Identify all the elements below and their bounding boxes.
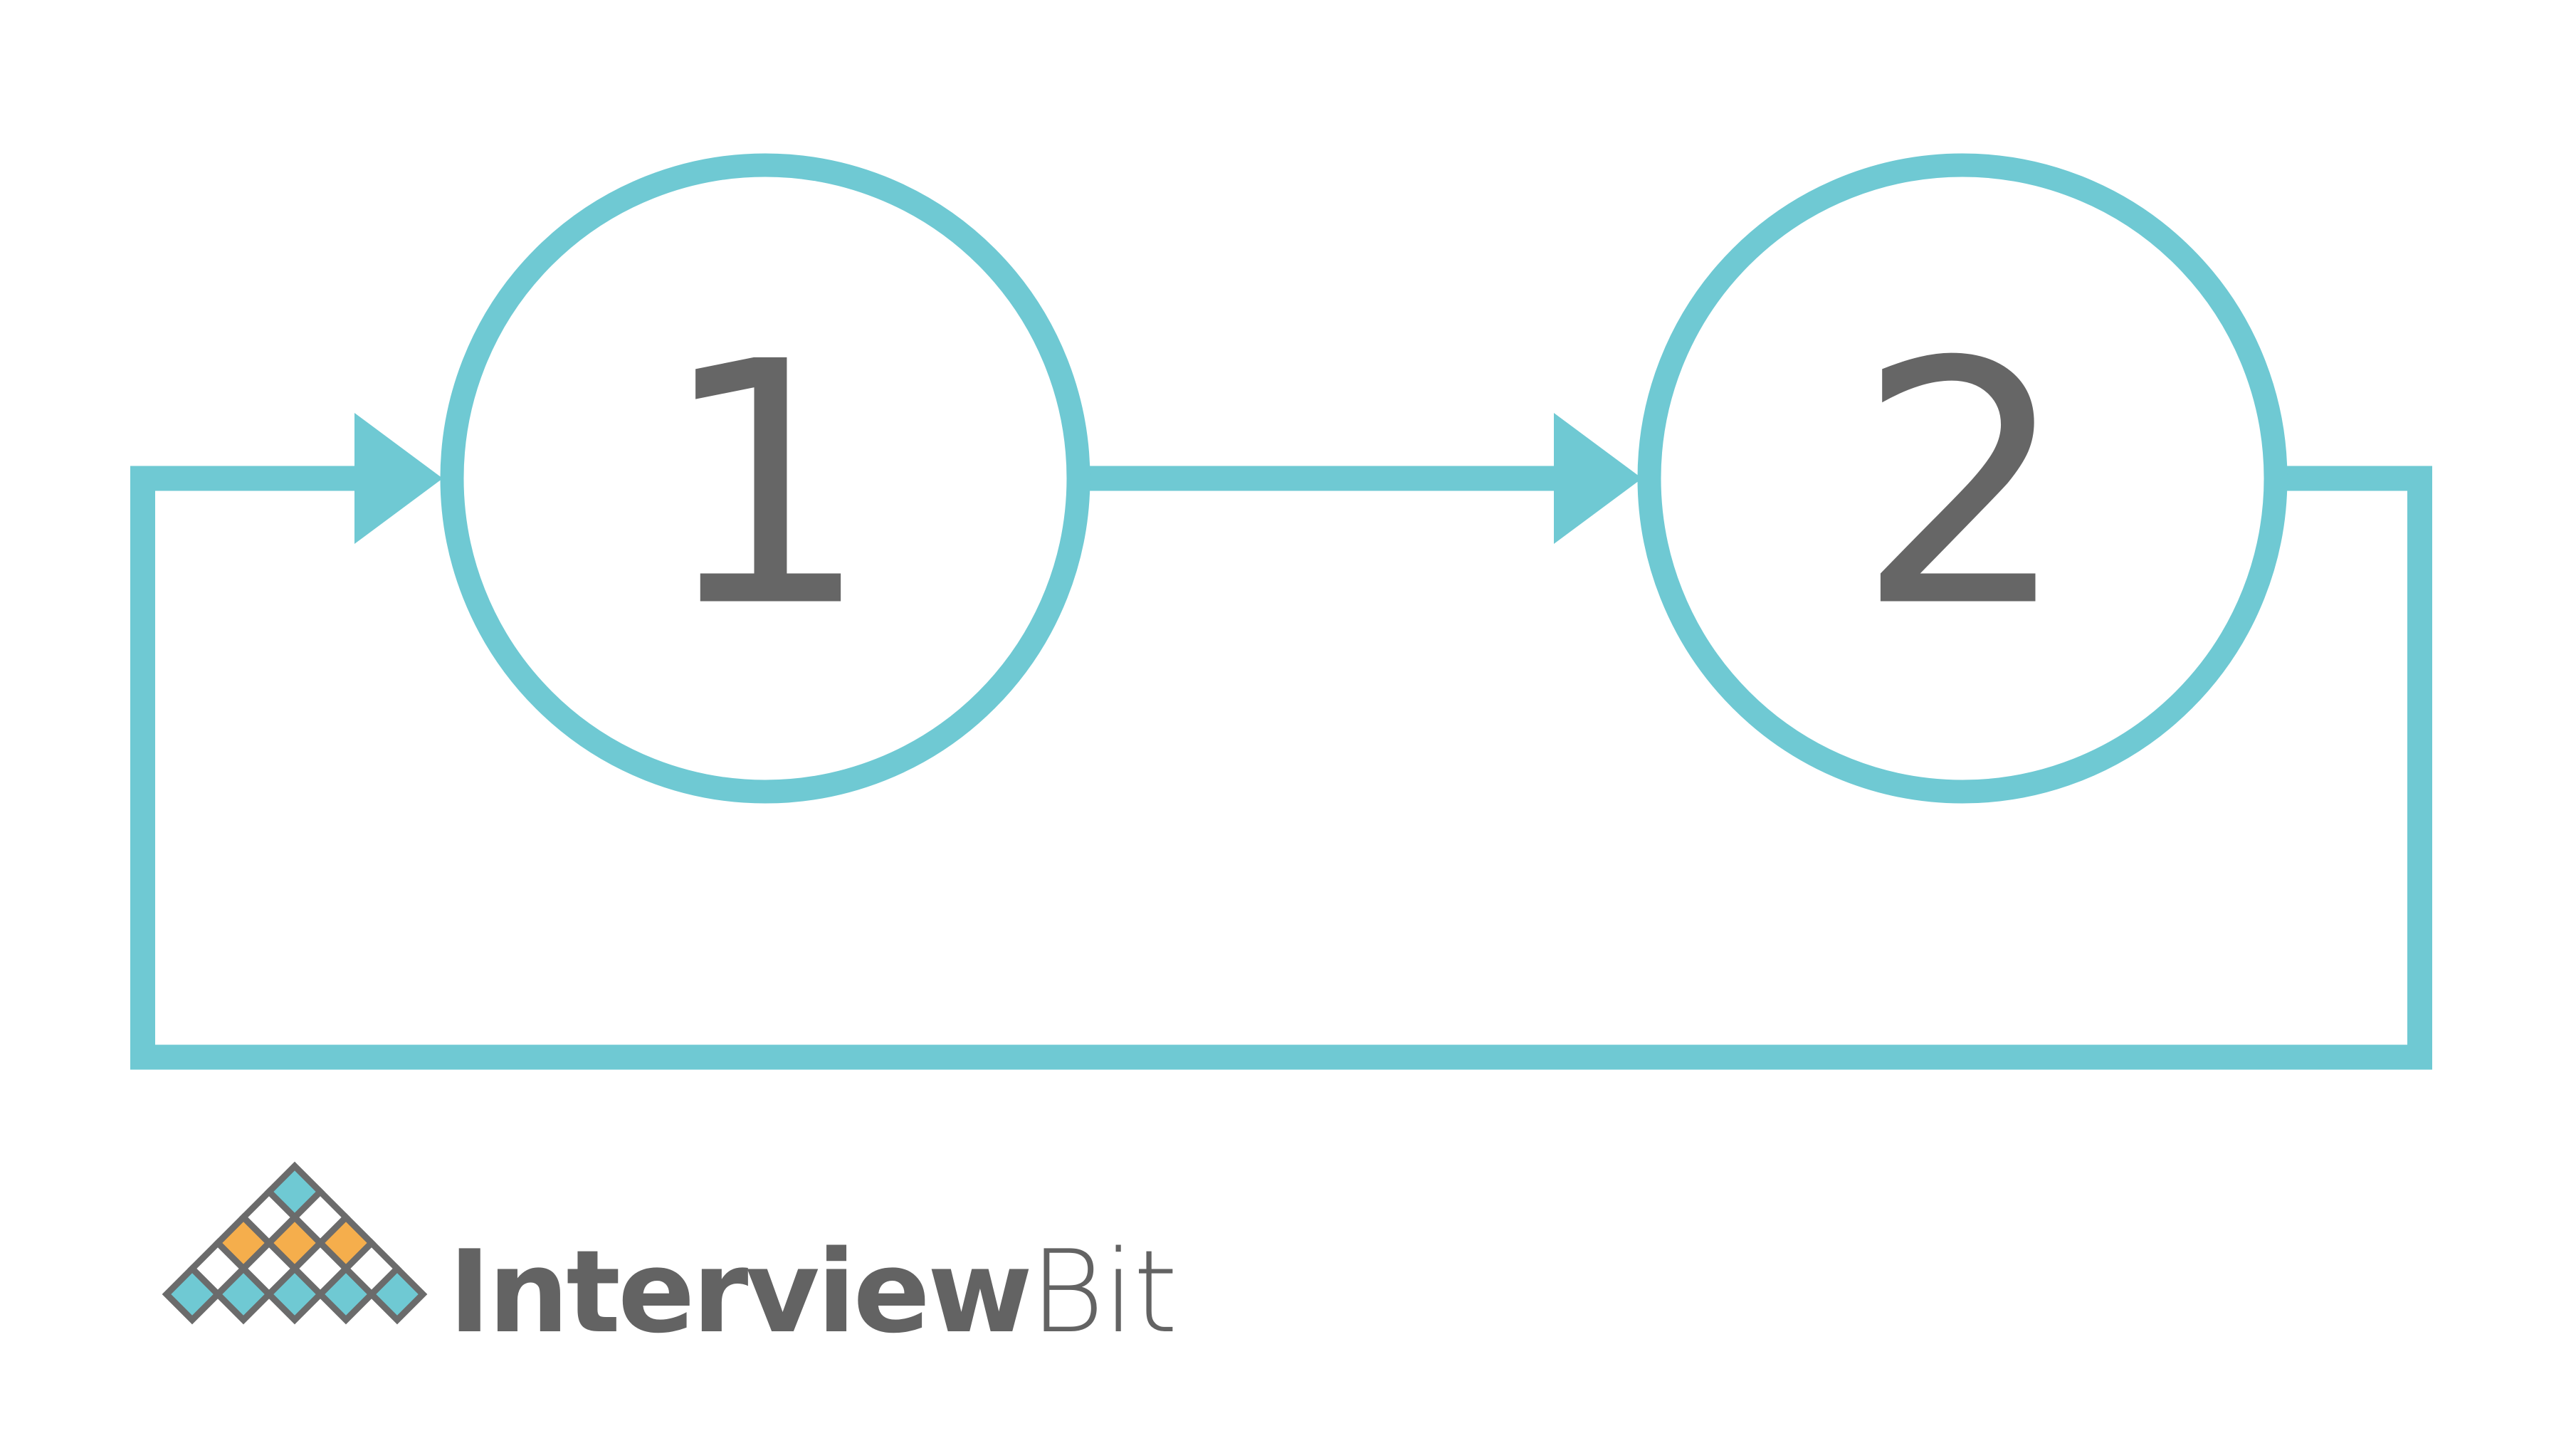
edge-1-to-2 <box>1085 413 1642 544</box>
logo-diamond <box>367 1264 428 1325</box>
logo-pyramid-mark <box>162 1161 428 1325</box>
interviewbit-logo[interactable]: InterviewBit <box>162 1161 1178 1358</box>
logo-wordmark: InterviewBit <box>448 1225 1177 1358</box>
node-2-circle[interactable] <box>1637 153 2288 804</box>
logo-diamond <box>213 1264 274 1325</box>
node-2[interactable]: 2 <box>1637 153 2288 804</box>
edge-2-to-1-path <box>130 466 2432 1070</box>
node-1[interactable]: 1 <box>440 153 1090 804</box>
node-1-label: 1 <box>658 291 871 681</box>
logo-wordmark-bit: Bit <box>1030 1225 1177 1358</box>
edge-2-to-1-feedback <box>130 413 2432 1070</box>
edge-1-to-2-arrowhead <box>1554 413 1642 544</box>
node-2-label: 2 <box>1856 291 2068 681</box>
logo-diamond <box>315 1264 377 1325</box>
logo-diamond <box>162 1264 223 1325</box>
logo-diamond <box>264 1264 325 1325</box>
logo-wordmark-interview: Interview <box>448 1225 1030 1358</box>
node-1-circle[interactable] <box>440 153 1090 804</box>
edge-2-to-1-arrowhead <box>354 413 443 544</box>
